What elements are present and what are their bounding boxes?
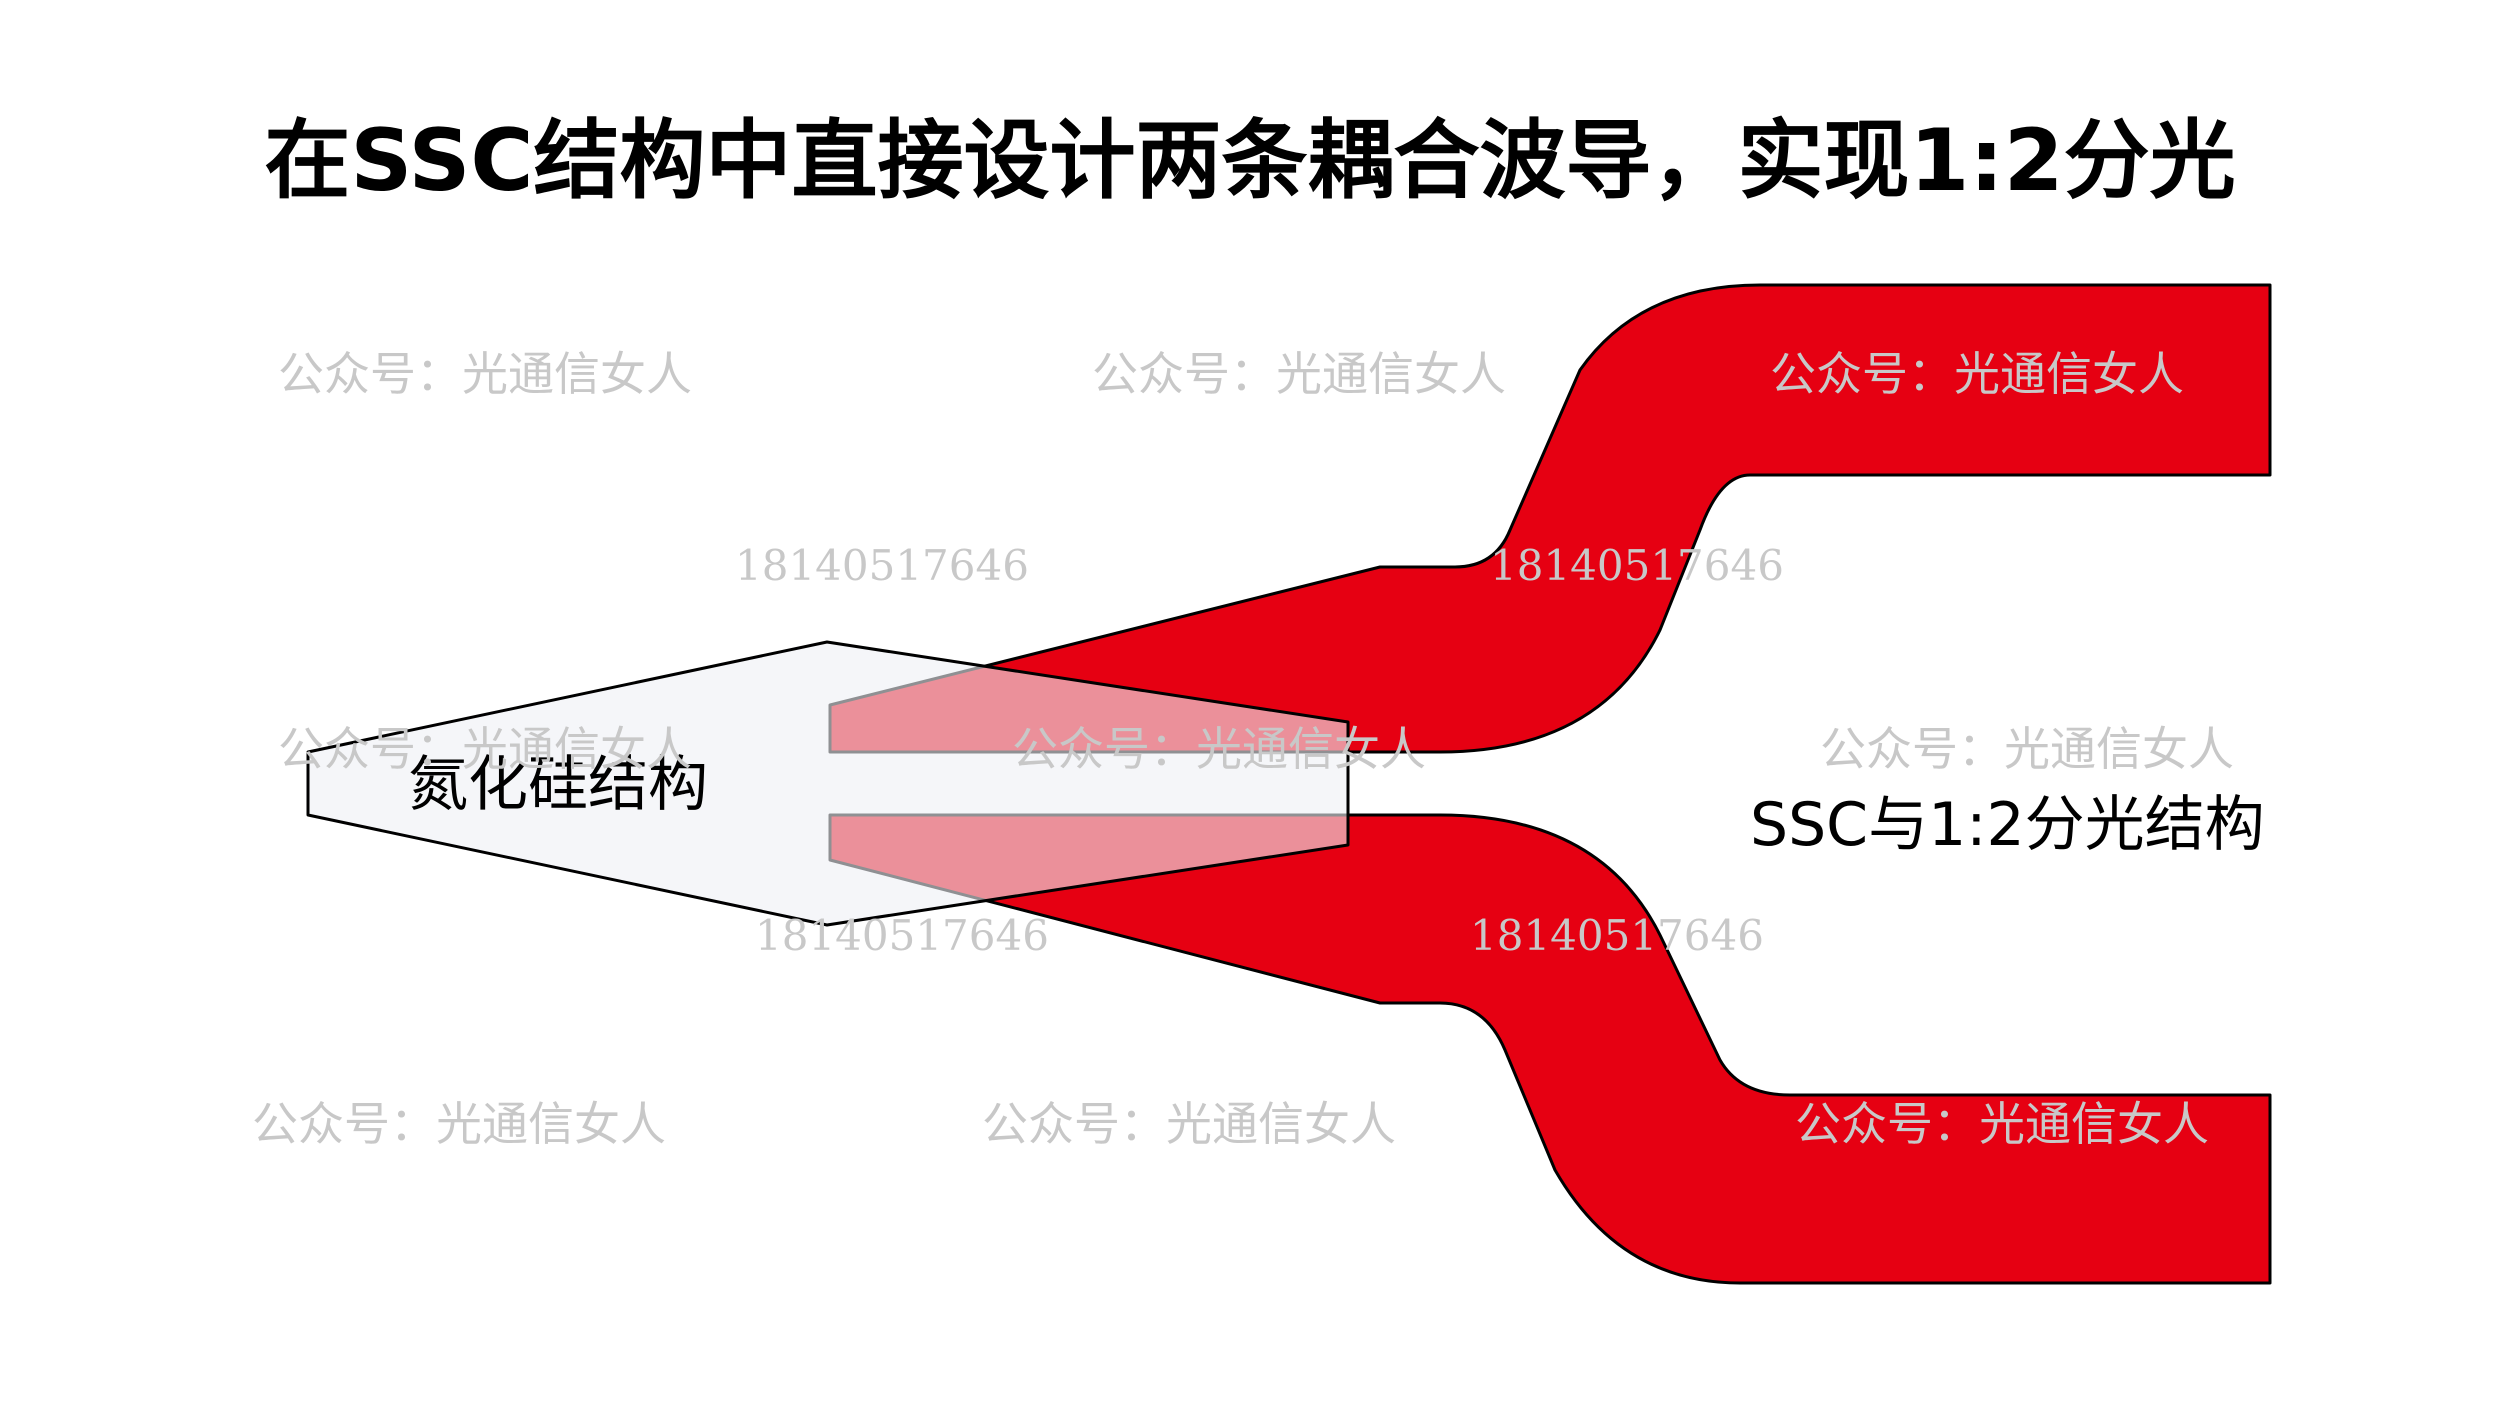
ssc-splitter-label: SSC与1:2分光结构 (1750, 790, 2265, 860)
watermark-account: 公众号：光通信女人 (1770, 347, 2184, 401)
lower-waveguide-branch (828, 813, 2272, 1285)
watermark-phone: 18140517646 (735, 541, 1029, 590)
sin-structure-label: 氮化硅结构 (408, 750, 708, 820)
watermark-account: 公众号：光通信女人 (278, 722, 692, 776)
page-title: 在SSC结构中直接设计两条耦合波导，实现1:2分光 (264, 111, 2235, 211)
watermark-phone: 18140517646 (1470, 911, 1764, 960)
watermark-account: 公众号：光通信女人 (278, 347, 692, 401)
watermark-account: 公众号：光通信女人 (1795, 1097, 2209, 1151)
watermark-phone: 18140517646 (755, 911, 1049, 960)
watermark-account: 公众号：光通信女人 (1092, 347, 1506, 401)
watermark-account: 公众号：光通信女人 (252, 1097, 666, 1151)
watermark-account: 公众号：光通信女人 (982, 1097, 1396, 1151)
watermark-account: 公众号：光通信女人 (1012, 722, 1426, 776)
watermark-phone: 18140517646 (1490, 541, 1784, 590)
silicon-nitride-structure (306, 640, 1350, 927)
upper-waveguide-branch (828, 283, 2272, 754)
watermarks: 公众号：光通信女人 公众号：光通信女人 公众号：光通信女人 1814051764… (252, 347, 2234, 1151)
watermark-account: 公众号：光通信女人 (1820, 722, 2234, 776)
